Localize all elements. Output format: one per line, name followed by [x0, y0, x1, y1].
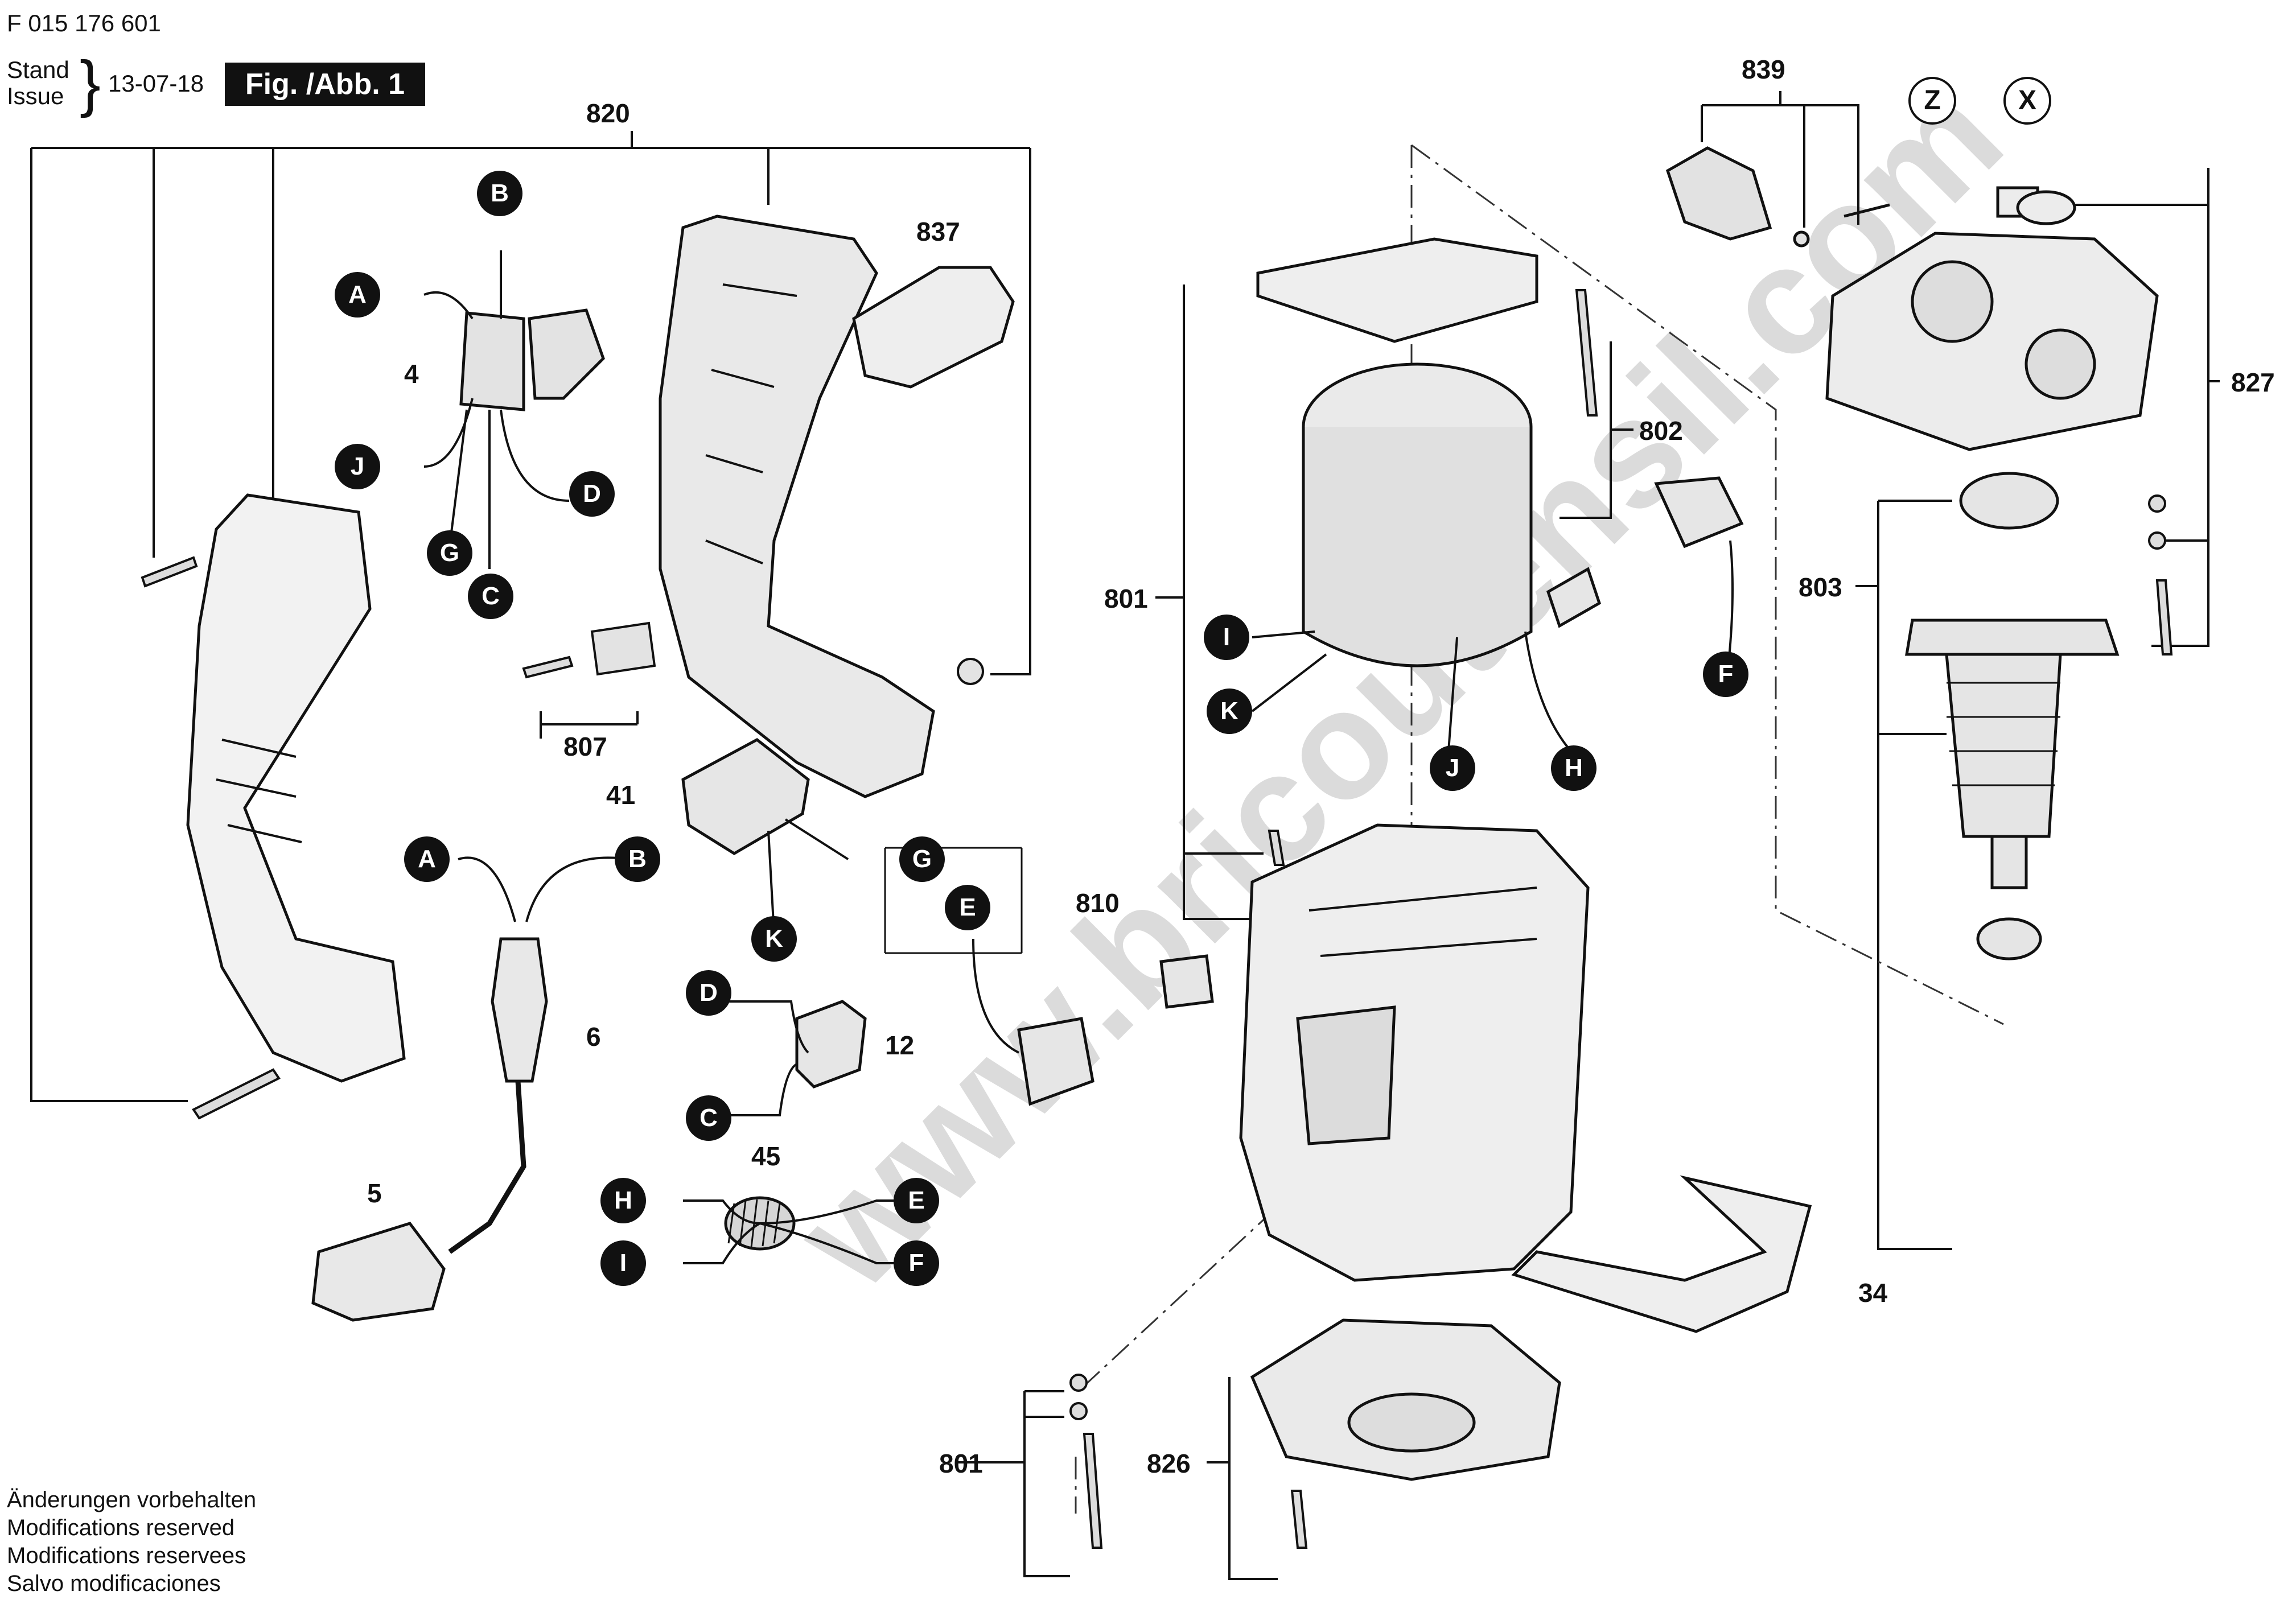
note-spanish: Salvo modificaciones	[7, 1571, 221, 1596]
brush-holder-810	[1017, 954, 1214, 1106]
stator-field	[1302, 362, 1533, 667]
part-label-803: 803	[1799, 572, 1842, 602]
connector-badge-c2: C	[686, 1095, 731, 1141]
reference-lines	[30, 91, 2220, 1580]
connector-badge-e2: E	[945, 885, 990, 930]
connector-badge-g2: G	[899, 836, 945, 882]
issue-date: 13-07-18	[108, 70, 204, 97]
note-english: Modifications reserved	[7, 1515, 235, 1540]
connector-badge-k1: K	[1207, 688, 1252, 734]
part-label-12: 12	[885, 1030, 915, 1060]
switch-body	[459, 308, 605, 411]
part-label-839: 839	[1742, 55, 1785, 84]
connector-badge-f2: F	[894, 1240, 939, 1286]
screws	[141, 289, 2173, 1549]
part-label-801-top: 801	[1104, 584, 1148, 613]
motor-housing	[1239, 823, 1590, 1282]
connector-badge-a2: A	[404, 836, 450, 882]
capacitor-41	[681, 738, 810, 855]
axis-marker-z: Z	[1908, 77, 1956, 125]
armature-803	[1905, 472, 2120, 960]
shaft-839	[1665, 146, 1890, 248]
figure-tag: Fig. /Abb. 1	[225, 63, 425, 106]
note-french: Modifications reservees	[7, 1543, 246, 1568]
connector-badge-i2: I	[600, 1240, 646, 1286]
handle-cap	[852, 266, 1015, 389]
capacitor-12	[795, 1000, 867, 1089]
part-label-34: 34	[1858, 1278, 1888, 1308]
power-cable	[311, 937, 548, 1322]
fan-baffle	[1256, 237, 1538, 343]
part-label-801-bottom: 801	[939, 1449, 983, 1478]
gear-housing-827	[1825, 186, 2159, 451]
connector-badge-h2: H	[600, 1178, 646, 1223]
issue-label: Issue	[7, 83, 64, 109]
part-label-810: 810	[1076, 888, 1120, 918]
connector-badge-d2: D	[686, 970, 731, 1016]
stand-label: Stand	[7, 56, 69, 83]
part-label-827: 827	[2231, 368, 2275, 397]
connector-badge-f1: F	[1703, 652, 1748, 697]
note-german: Änderungen vorbehalten	[7, 1487, 257, 1512]
document-number: F 015 176 601	[7, 10, 161, 36]
part-label-45: 45	[751, 1141, 781, 1171]
connector-badge-g1: G	[427, 530, 472, 576]
connector-badge-j2: J	[1430, 745, 1475, 791]
connector-badge-c1: C	[468, 574, 513, 619]
connector-badge-d1: D	[569, 471, 615, 517]
center-lines	[1075, 144, 2004, 1514]
part-label-826: 826	[1147, 1449, 1191, 1478]
handle-left-half	[186, 493, 406, 1083]
part-label-820: 820	[586, 98, 630, 128]
modification-notes: Änderungen vorbehalten Modifications res…	[7, 1486, 256, 1598]
connector-badge-j1: J	[335, 444, 380, 489]
guard-34	[1511, 1175, 1812, 1333]
brush-802	[1546, 476, 1744, 628]
axis-marker-x: X	[2003, 77, 2051, 125]
connector-badge-b2: B	[615, 836, 660, 882]
connector-badge-e3: E	[894, 1178, 939, 1223]
part-label-837: 837	[916, 217, 960, 246]
part-label-6: 6	[586, 1022, 601, 1052]
part-label-4: 4	[404, 359, 419, 389]
brace-icon: }	[80, 48, 101, 118]
connector-badge-h1: H	[1551, 745, 1596, 791]
connector-badge-a1: A	[335, 272, 380, 318]
small-washers	[1069, 494, 2166, 1420]
wire-leads	[423, 250, 1734, 1264]
cable-clamp	[590, 621, 984, 685]
part-label-41: 41	[606, 780, 636, 810]
bottom-cover-826	[1250, 1318, 1561, 1481]
connector-badge-i1: I	[1204, 615, 1249, 660]
handle-right-half	[659, 215, 935, 798]
part-label-802: 802	[1639, 416, 1683, 446]
part-label-807: 807	[563, 732, 607, 761]
part-label-5: 5	[367, 1178, 382, 1208]
connector-badge-b1: B	[477, 171, 522, 216]
connector-badge-k2: K	[751, 916, 797, 962]
